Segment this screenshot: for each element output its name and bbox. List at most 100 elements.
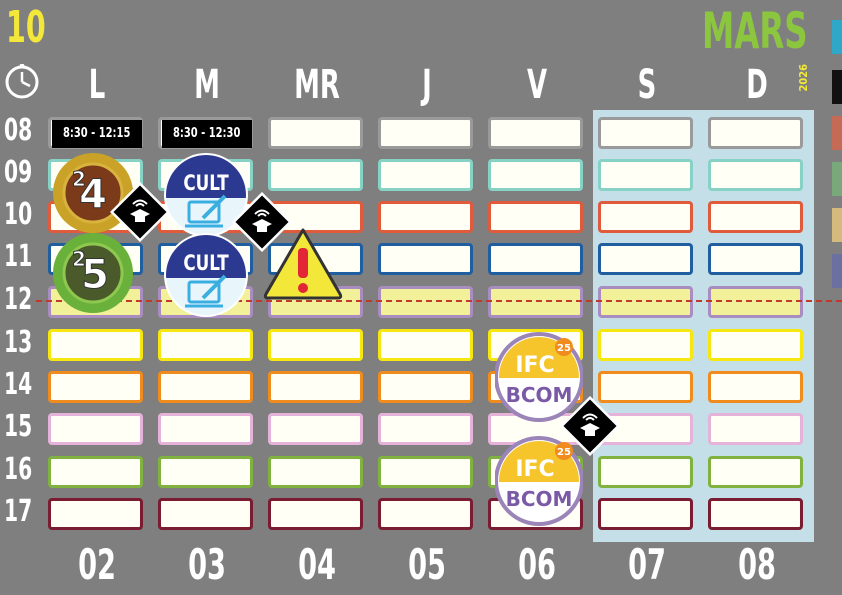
time-slot[interactable] <box>158 498 253 530</box>
date-label: 02 <box>78 540 116 589</box>
hour-label: 13 <box>4 325 33 360</box>
hour-label: 15 <box>4 409 33 444</box>
time-slot[interactable] <box>378 413 473 445</box>
time-slot[interactable] <box>158 456 253 488</box>
day-header: MR <box>294 62 340 108</box>
time-slot[interactable] <box>708 117 803 149</box>
time-slot[interactable] <box>598 117 693 149</box>
legend-swatch <box>832 70 842 104</box>
date-label: 06 <box>518 540 556 589</box>
ifc-bcom-badge[interactable]: IFC BCOM 25 <box>495 330 583 424</box>
time-slot[interactable] <box>158 329 253 361</box>
time-slot[interactable] <box>598 329 693 361</box>
time-slot[interactable] <box>708 456 803 488</box>
hour-label: 11 <box>4 239 33 274</box>
time-slot[interactable] <box>48 329 143 361</box>
time-slot[interactable] <box>708 286 803 318</box>
online-graduation-icon <box>232 192 292 252</box>
time-slot[interactable] <box>708 413 803 445</box>
time-slot[interactable] <box>708 159 803 191</box>
legend-swatch <box>832 116 842 150</box>
time-slot[interactable] <box>378 243 473 275</box>
hour-label: 09 <box>4 155 33 190</box>
time-slot[interactable] <box>378 329 473 361</box>
time-slot[interactable] <box>378 117 473 149</box>
hour-label: 12 <box>4 282 33 317</box>
hour-label: 08 <box>4 113 33 148</box>
time-slot[interactable] <box>268 456 363 488</box>
time-slot[interactable] <box>488 117 583 149</box>
time-slot[interactable] <box>158 413 253 445</box>
time-slot[interactable] <box>488 201 583 233</box>
time-slot[interactable] <box>378 201 473 233</box>
time-slot[interactable] <box>268 159 363 191</box>
day-header: D <box>746 62 768 108</box>
ifc-bcom-badge[interactable]: IFC BCOM 25 <box>495 434 583 528</box>
cult-badge[interactable]: CULT <box>163 152 249 238</box>
time-slot[interactable] <box>378 286 473 318</box>
time-slot[interactable] <box>598 159 693 191</box>
month-title: MARS <box>702 2 808 60</box>
legend-swatch <box>832 208 842 242</box>
day-header: M <box>194 62 220 108</box>
date-label: 04 <box>298 540 336 589</box>
time-slot[interactable] <box>488 159 583 191</box>
time-slot[interactable] <box>708 201 803 233</box>
time-slot[interactable] <box>48 498 143 530</box>
legend-swatch <box>832 20 842 54</box>
time-slot[interactable] <box>378 159 473 191</box>
time-slot[interactable] <box>268 371 363 403</box>
svg-text:4: 4 <box>79 172 107 218</box>
time-slot[interactable] <box>598 201 693 233</box>
time-tag-monday: 8:30 - 12:15 <box>52 120 142 148</box>
time-slot[interactable] <box>378 456 473 488</box>
date-label: 07 <box>628 540 666 589</box>
time-slot[interactable] <box>268 329 363 361</box>
hour-label: 17 <box>4 494 33 529</box>
time-slot[interactable] <box>708 498 803 530</box>
time-slot[interactable] <box>708 243 803 275</box>
time-slot[interactable] <box>268 117 363 149</box>
time-slot[interactable] <box>598 243 693 275</box>
time-slot[interactable] <box>598 456 693 488</box>
date-label: 05 <box>408 540 446 589</box>
time-slot[interactable] <box>158 371 253 403</box>
time-slot[interactable] <box>48 413 143 445</box>
time-slot[interactable] <box>598 286 693 318</box>
date-label: 03 <box>188 540 226 589</box>
noon-divider <box>36 300 842 302</box>
warning-icon <box>263 228 343 300</box>
svg-text:CULT: CULT <box>183 171 228 195</box>
svg-text:IFC: IFC <box>515 353 554 378</box>
svg-text:25: 25 <box>557 343 571 354</box>
time-slot[interactable] <box>488 286 583 318</box>
legend-swatch <box>832 254 842 288</box>
svg-text:2: 2 <box>72 167 86 191</box>
time-slot[interactable] <box>378 498 473 530</box>
time-slot[interactable] <box>378 371 473 403</box>
day-header: L <box>88 62 106 108</box>
time-slot[interactable] <box>268 498 363 530</box>
svg-text:BCOM: BCOM <box>506 487 573 511</box>
course-badge-5[interactable]: 5 2 <box>52 232 134 314</box>
legend-swatch <box>832 162 842 196</box>
year-label: 2026 <box>797 64 810 92</box>
time-slot[interactable] <box>598 498 693 530</box>
svg-text:IFC: IFC <box>515 457 554 482</box>
time-slot[interactable] <box>268 413 363 445</box>
week-number: 10 <box>6 2 46 53</box>
time-slot[interactable] <box>598 371 693 403</box>
cult-badge[interactable]: CULT <box>163 232 249 318</box>
svg-text:25: 25 <box>557 447 571 458</box>
time-slot[interactable] <box>488 243 583 275</box>
time-slot[interactable] <box>708 329 803 361</box>
svg-text:5: 5 <box>81 252 109 298</box>
date-label: 08 <box>738 540 776 589</box>
svg-text:2: 2 <box>72 247 86 271</box>
time-slot[interactable] <box>48 371 143 403</box>
online-graduation-icon <box>560 396 620 456</box>
time-slot[interactable] <box>48 456 143 488</box>
time-slot[interactable] <box>708 371 803 403</box>
clock-icon <box>5 64 39 99</box>
svg-text:CULT: CULT <box>183 251 228 275</box>
